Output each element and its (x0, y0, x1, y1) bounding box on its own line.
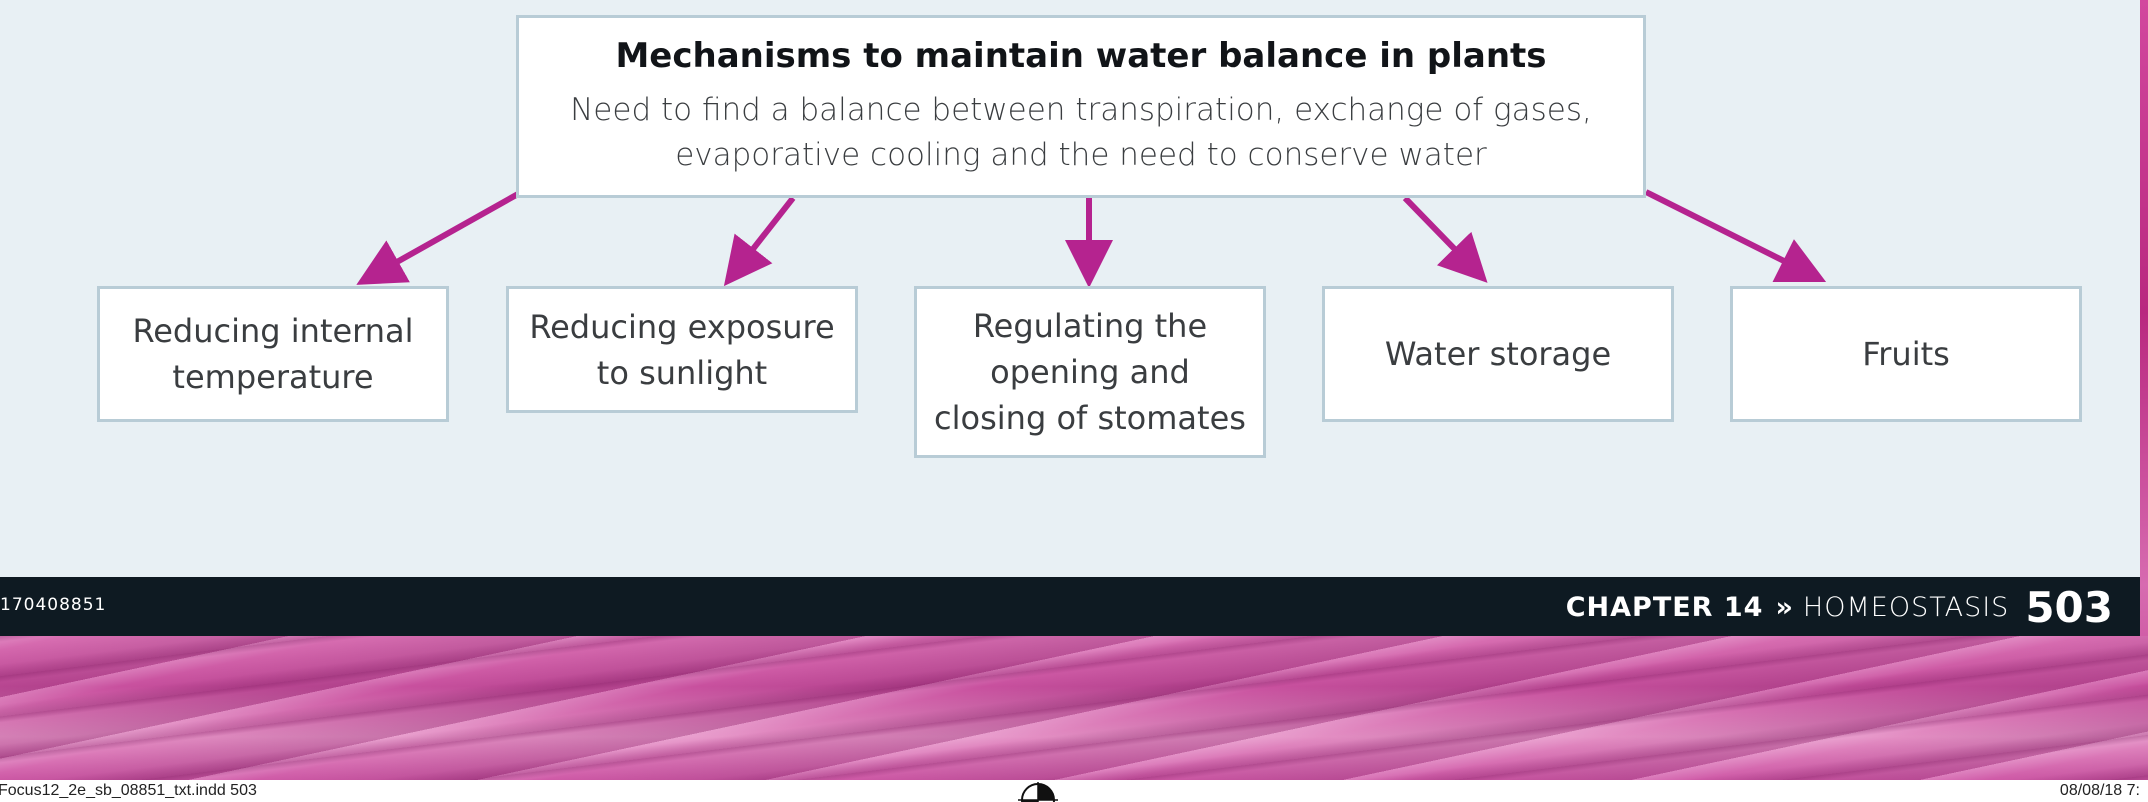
mechanism-label-line-1: Regulating the (972, 307, 1208, 345)
mechanism-box-reducing-internal-temperature: Reducing internal temperature (97, 286, 449, 422)
mechanism-box-water-storage: Water storage (1322, 286, 1674, 422)
registration-mark-icon (1018, 782, 1058, 802)
mechanism-label-line-2: temperature (172, 358, 374, 396)
chapter-footer-bar: 170408851 CHAPTER 14 » HOMEOSTASIS 503 (0, 577, 2140, 636)
main-subtitle: Need to find a balance between transpira… (570, 88, 1592, 178)
mechanism-label-line-1: Water storage (1384, 335, 1612, 373)
decorative-edge-strip (2140, 0, 2148, 780)
print-slug-bar: Focus12_2e_sb_08851_txt.indd 503 08/08/1… (0, 780, 2148, 802)
slug-filename: Focus12_2e_sb_08851_txt.indd 503 (0, 782, 257, 799)
mechanism-box-fruits: Fruits (1730, 286, 2082, 422)
mechanism-label-line-1: Reducing exposure (529, 307, 835, 346)
chapter-separator: » (1775, 591, 1793, 623)
mechanism-label-line-1: Fruits (1862, 335, 1950, 373)
slug-date: 08/08/18 7: (2059, 782, 2140, 799)
running-footer: CHAPTER 14 » HOMEOSTASIS 503 (1565, 582, 2113, 632)
main-subtitle-line-1: Need to find a balance between transpira… (570, 91, 1592, 128)
mechanism-label-line-2: opening and (990, 353, 1190, 391)
main-subtitle-line-2: evaporative cooling and the need to cons… (675, 136, 1487, 173)
chapter-name: HOMEOSTASIS (1802, 591, 2010, 623)
chapter-label: CHAPTER 14 (1565, 591, 1764, 623)
decorative-micrograph-band (0, 636, 2148, 780)
mechanism-label-line-1: Reducing internal (132, 312, 414, 350)
mechanism-box-regulating-stomates: Regulating the opening and closing of st… (914, 286, 1266, 458)
mechanism-label-line-3: closing of stomates (934, 399, 1246, 437)
mechanism-label-line-2: to sunlight (596, 353, 768, 392)
mechanism-box-reducing-exposure-to-sunlight: Reducing exposure to sunlight (506, 286, 858, 413)
main-concept-box: Mechanisms to maintain water balance in … (516, 15, 1646, 198)
isbn-text: 170408851 (0, 595, 107, 615)
main-title: Mechanisms to maintain water balance in … (615, 35, 1547, 76)
page-number: 503 (2025, 582, 2113, 632)
